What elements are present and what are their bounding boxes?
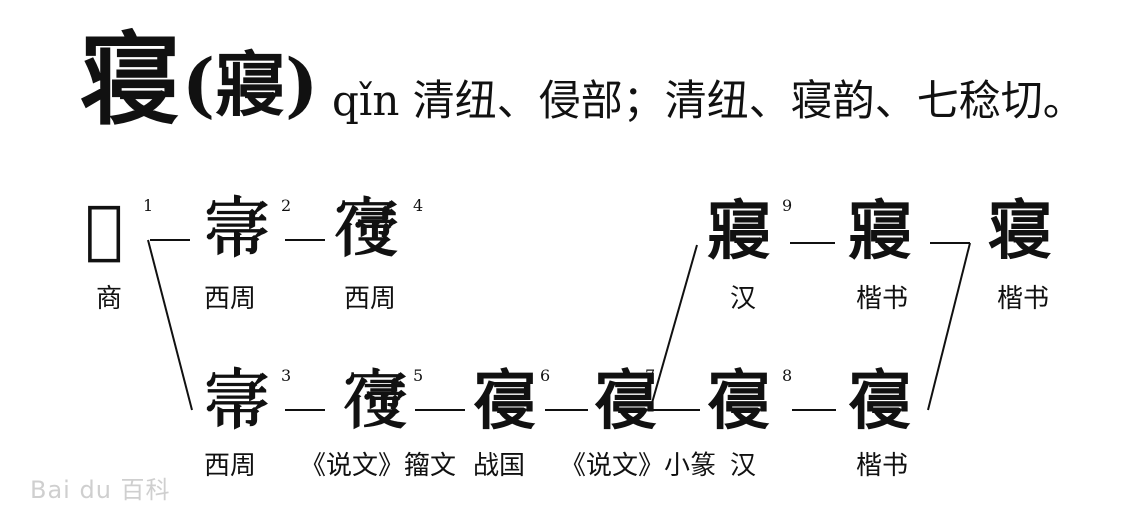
label-6: 战国	[473, 451, 526, 481]
label-4: 西周	[344, 284, 397, 314]
label-1: 商	[96, 284, 123, 314]
glyph-7: 寑	[594, 364, 658, 439]
label-9b: 楷书	[856, 284, 909, 314]
glyph-1: 𡧄	[85, 192, 124, 267]
glyph-8b: 寑	[848, 364, 912, 439]
main-character: 寝	[80, 21, 180, 139]
label-5: 《说文》籀文	[300, 451, 457, 481]
label-10: 楷书	[997, 284, 1050, 314]
pronunciation-text: qǐn 清纽、侵部；清纽、寝韵、七稔切。	[332, 76, 1085, 125]
glyph-2: 𡨦	[205, 192, 269, 267]
glyph-8: 寑	[707, 364, 771, 439]
connector-8b-10	[927, 242, 971, 411]
baidu-watermark: Bai du 百科	[30, 476, 171, 504]
label-8: 汉	[730, 451, 757, 481]
glyph-4: 𡪢	[334, 192, 398, 267]
number-3: 3	[281, 366, 292, 385]
number-6: 6	[540, 366, 551, 385]
label-8b: 楷书	[856, 451, 909, 481]
number-7: 7	[645, 366, 656, 385]
label-7: 《说文》小篆	[560, 451, 717, 481]
glyph-5: 𡪢	[343, 364, 407, 439]
number-8: 8	[782, 366, 793, 385]
number-2: 2	[281, 196, 292, 215]
glyph-9: 寢	[707, 194, 771, 269]
number-1: 1	[143, 196, 154, 215]
number-4: 4	[413, 196, 424, 215]
traditional-variant: (寢)	[182, 43, 319, 126]
number-9: 9	[782, 196, 793, 215]
glyph-10: 寝	[988, 194, 1052, 269]
connector-1-3	[147, 239, 193, 411]
glyph-6: 寑	[473, 364, 537, 439]
glyph-3: 𡨦	[205, 364, 269, 439]
label-2: 西周	[204, 284, 257, 314]
connector-7-9	[649, 244, 698, 411]
glyph-9b: 寢	[848, 194, 912, 269]
label-9: 汉	[730, 284, 757, 314]
number-5: 5	[413, 366, 424, 385]
label-3: 西周	[204, 451, 257, 481]
